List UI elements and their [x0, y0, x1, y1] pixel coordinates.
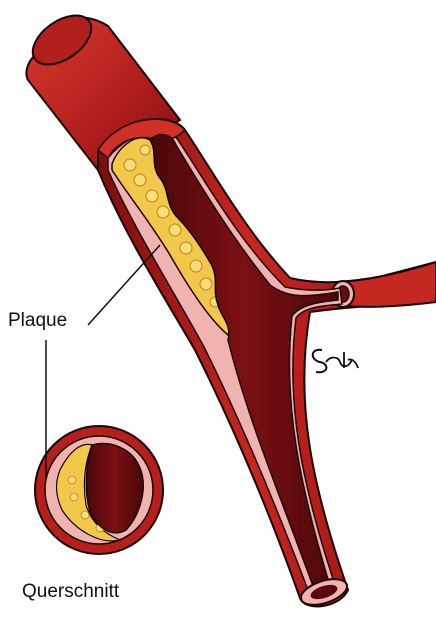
cross-section [35, 426, 163, 554]
signature-icon [313, 350, 358, 372]
narrowed-lumen [150, 135, 338, 591]
plaque-label: Plaque [8, 310, 67, 332]
cross-section-label: Querschnitt [22, 581, 119, 603]
plaque-leader-line [88, 245, 160, 325]
